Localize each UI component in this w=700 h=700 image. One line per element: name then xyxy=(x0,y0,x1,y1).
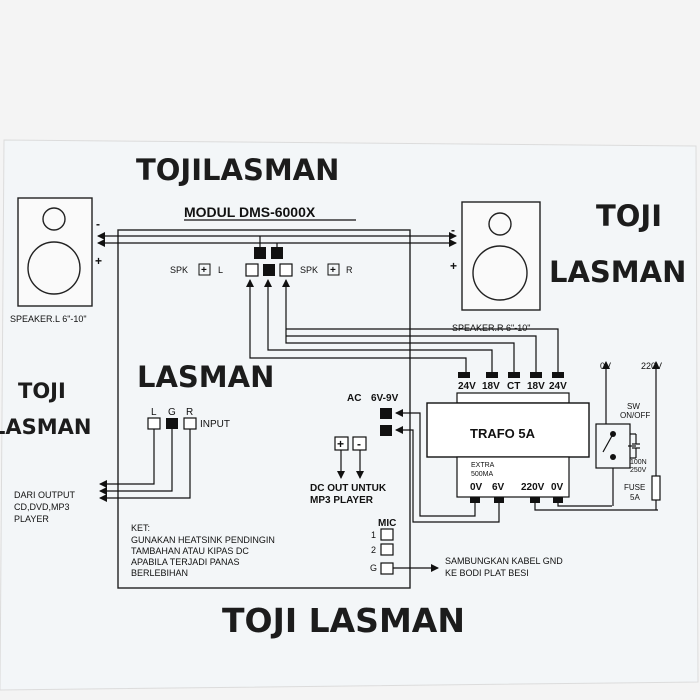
note-line1: GUNAKAN HEATSINK PENDINGIN xyxy=(131,535,275,545)
mic-pin1-label: 1 xyxy=(371,530,376,540)
fuse xyxy=(651,475,661,501)
mic-pin2-terminal xyxy=(380,543,394,556)
module-title: MODUL DMS-6000X xyxy=(184,204,316,220)
trafo-out-0v: 0V xyxy=(470,482,483,493)
spk-right-label: SPK xyxy=(300,265,318,275)
trafo-tap-5: 24V xyxy=(549,381,567,392)
spk-terminal-bottom-right xyxy=(279,263,293,277)
gnd-note-line2: KE BODI PLAT BESI xyxy=(445,568,529,578)
tweeter-left xyxy=(42,207,66,231)
watermark-bottom: TOJI LASMAN xyxy=(222,601,465,640)
mic-label: MIC xyxy=(378,518,396,529)
spk-terminal-bottom-mid xyxy=(263,264,275,276)
spk-left-plus: + xyxy=(201,265,207,276)
watermark-top: TOJILASMAN xyxy=(136,153,339,187)
trafo-tap-2: 18V xyxy=(482,381,500,392)
trafo-tap-4: 18V xyxy=(527,381,545,392)
mic-pin-g-label: G xyxy=(370,563,377,573)
speaker-left-plus: + xyxy=(95,254,102,268)
spk-left-plus-box xyxy=(198,263,211,276)
ac-terminal-1 xyxy=(380,408,392,419)
fuse-line2: 5A xyxy=(630,493,640,502)
spk-right-side: R xyxy=(346,265,353,275)
dc-out-line2: MP3 PLAYER xyxy=(310,495,374,506)
speaker-right xyxy=(461,201,541,311)
dc-out-minus: - xyxy=(357,437,361,451)
watermark-mid: LASMAN xyxy=(137,360,274,394)
spk-terminal-top-right xyxy=(271,247,283,259)
note-title: KET: xyxy=(131,523,150,533)
trafo-extra-line1: EXTRA xyxy=(471,462,495,469)
spk-right-plus-box xyxy=(327,263,340,276)
watermark-right-2: LASMAN xyxy=(549,255,686,289)
speaker-left-label: SPEAKER.L 6"-10" xyxy=(10,314,87,324)
woofer-right xyxy=(472,245,528,301)
note-line4: BERLEBIHAN xyxy=(131,568,188,578)
spk-right-plus: + xyxy=(330,265,336,276)
trafo-extra-line2: 500MA xyxy=(471,471,494,478)
source-line2: CD,DVD,MP3 xyxy=(14,502,70,512)
speaker-left-minus: - xyxy=(96,217,100,231)
note-line3: APABILA TERJADI PANAS xyxy=(131,557,240,567)
spk-terminal-top-left xyxy=(254,247,266,259)
trafo-name: TRAFO 5A xyxy=(470,426,536,441)
mic-pin1-terminal xyxy=(380,528,394,541)
tweeter-right xyxy=(488,212,512,236)
speaker-right-minus: - xyxy=(451,223,455,237)
source-line1: DARI OUTPUT xyxy=(14,490,76,500)
woofer-left xyxy=(27,241,81,295)
input-l-label: L xyxy=(151,407,157,418)
speaker-left xyxy=(17,197,93,307)
speaker-right-label: SPEAKER.R 6"-10" xyxy=(452,323,530,333)
trafo-in-0v: 0V xyxy=(551,482,564,493)
watermark-left-1: TOJI xyxy=(18,379,66,403)
ac-label: AC xyxy=(347,393,361,404)
cap-line2: 250V xyxy=(630,467,647,474)
input-r-label: R xyxy=(186,407,193,418)
spk-terminal-bottom-left xyxy=(245,263,259,277)
mic-pin2-label: 2 xyxy=(371,545,376,555)
source-line3: PLAYER xyxy=(14,514,49,524)
note-line2: TAMBAHAN ATAU KIPAS DC xyxy=(131,546,249,556)
spk-left-side: L xyxy=(218,265,223,275)
ac-terminal-2 xyxy=(380,425,392,436)
trafo-core xyxy=(426,402,590,458)
spk-left-label: SPK xyxy=(170,265,188,275)
input-label: INPUT xyxy=(200,419,230,430)
trafo-out-6v: 6V xyxy=(492,482,505,493)
fuse-line1: FUSE xyxy=(624,483,645,492)
sw-line1: SW xyxy=(627,402,640,411)
mic-ground-terminal xyxy=(380,562,394,575)
dc-out-line1: DC OUT UNTUK xyxy=(310,483,387,494)
watermark-right-1: TOJI xyxy=(596,199,662,233)
dc-out-plus: + xyxy=(337,437,344,451)
speaker-right-plus: + xyxy=(450,259,457,273)
module-box xyxy=(117,229,411,589)
mains-220v-label: 220V xyxy=(641,361,662,371)
watermark-left-2: LASMAN xyxy=(0,415,91,439)
input-g-terminal xyxy=(166,418,178,429)
input-r-terminal xyxy=(183,417,197,430)
sw-line2: ON/OFF xyxy=(620,411,650,420)
input-l-terminal xyxy=(147,417,161,430)
cap-line1: 100N xyxy=(630,459,647,466)
gnd-note-line1: SAMBUNGKAN KABEL GND xyxy=(445,556,563,566)
trafo-in-220v: 220V xyxy=(521,482,545,493)
trafo-tap-1: 24V xyxy=(458,381,476,392)
trafo-tap-ct: CT xyxy=(507,381,520,392)
ac-voltage: 6V-9V xyxy=(371,393,399,404)
input-g-label: G xyxy=(168,407,176,418)
